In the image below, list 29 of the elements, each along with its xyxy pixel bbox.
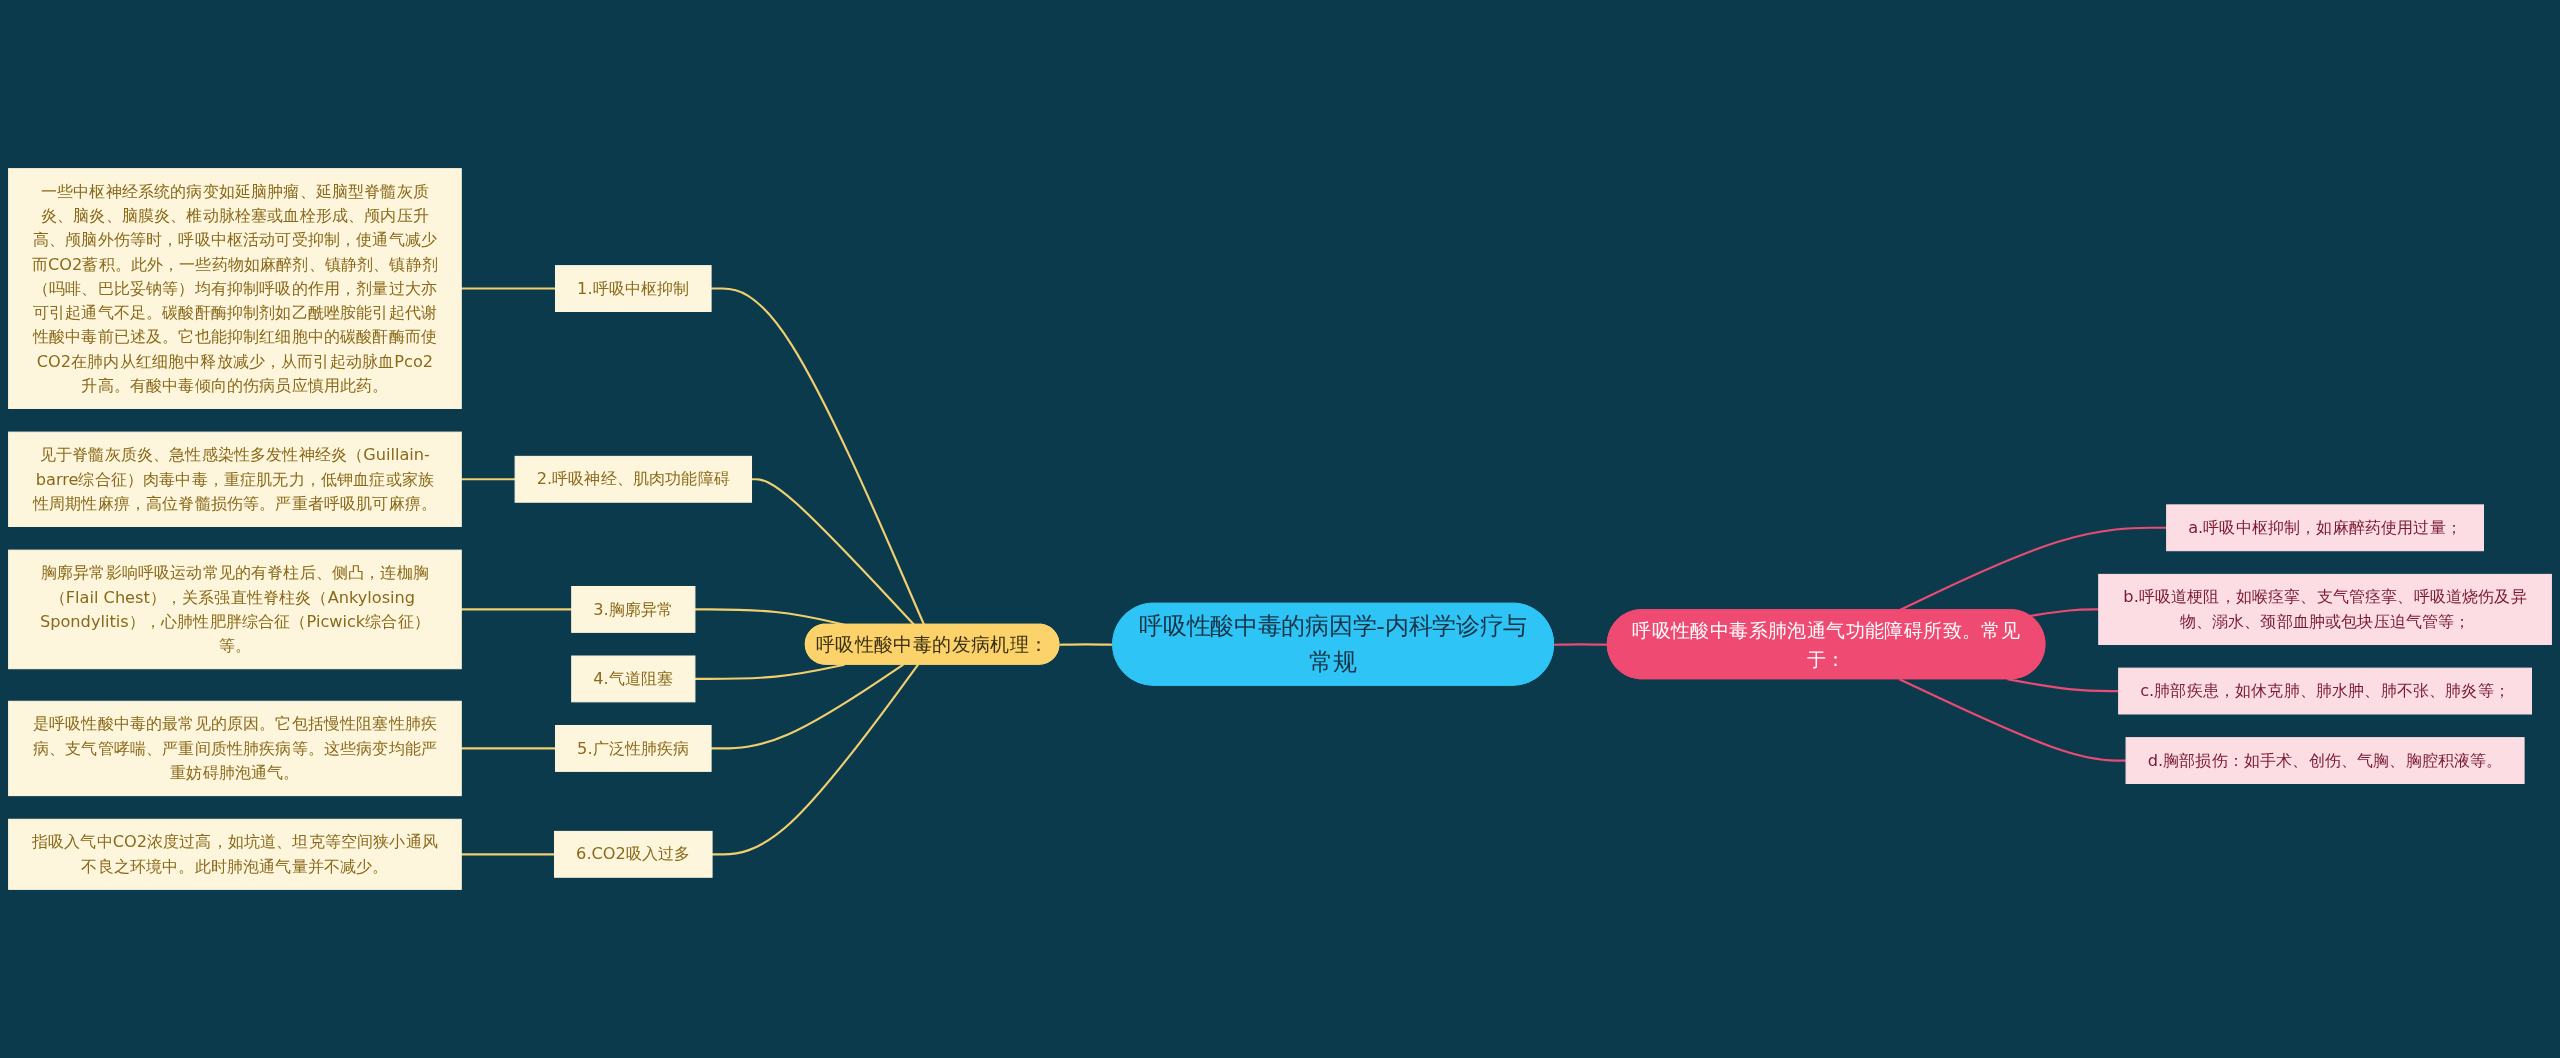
node-box: a.呼吸中枢抑制，如麻醉药使用过量；: [2166, 504, 2484, 552]
connector: [461, 608, 572, 611]
connector: [1554, 643, 1608, 646]
node-box: b.呼吸道梗阻，如喉痉挛、支气管痉挛、呼吸道烧伤及异物、溺水、颈部血肿或包块压迫气管等；: [2098, 573, 2552, 645]
connector: [461, 853, 555, 856]
node-box: 胸廓异常影响呼吸运动常见的有脊柱后、侧凸，连枷胸（Flail Chest），关系强直性脊柱炎（Ankylosing Spondylitis），心肺性肥胖综合征（Picwick综合征）等。: [8, 549, 462, 670]
node-box: 一些中枢神经系统的病变如延脑肿瘤、延脑型脊髓灰质炎、脑炎、脑膜炎、椎动脉栓塞或血栓形成、颅内压升高、颅脑外伤等时，呼吸中枢活动可受抑制，使通气减少而CO2蓄积。此外，一些药物如麻醉剂、镇静剂、镇静剂（吗啡、巴比妥钠等）均有抑制呼吸的作用，剂量过大亦可引起通气不足。碳酸酐酶抑制剂如乙酰唑胺能引起代谢性酸中毒前已述及。它也能抑制红细胞中的碳酸酐酶而使CO2在肺内从红细胞中释放减少，从而引起动脉血Pco2升高。有酸中毒倾向的伤病员应慎用此药。: [8, 168, 462, 409]
node-box: 4.气道阻塞: [571, 655, 696, 703]
node-box: 1.呼吸中枢抑制: [555, 265, 712, 312]
connector: [461, 287, 556, 290]
connector: [751, 478, 915, 626]
node-box: 是呼吸性酸中毒的最常见的原因。它包括慢性阻塞性肺疾病、支气管哮喘、严重间质性肺疾病等。这些病变均能严重妨碍肺泡通气。: [8, 700, 462, 797]
connector: [712, 664, 919, 856]
node-box: d.胸部损伤：如手术、创伤、气胸、胸腔积液等。: [2125, 737, 2525, 784]
connector: [711, 663, 904, 750]
node-box: c.肺部疾患，如休克肺、肺水肿、肺不张、肺炎等；: [2118, 667, 2532, 715]
connector: [461, 478, 516, 481]
connector: [2007, 678, 2119, 693]
node-box: 见于脊髓灰质炎、急性感染性多发性神经炎（Guillain-barre综合征）肉毒中毒，重症肌无力，低钾血症或家族性周期性麻痹，高位脊髓损伤等。严重者呼吸肌可麻痹。: [8, 431, 462, 527]
connector: [1899, 678, 2127, 762]
connector: [2029, 608, 2099, 618]
node-box: 2.呼吸神经、肌肉功能障碍: [514, 455, 752, 503]
node-box: 6.CO2吸入过多: [554, 830, 713, 878]
node-box: 指吸入气中CO2浓度过高，如坑道、坦克等空间狭小通风不良之环境中。此时肺泡通气量并不减少。: [8, 818, 462, 890]
node-box: 5.广泛性肺疾病: [555, 725, 712, 772]
connector: [711, 287, 926, 626]
node-box: 3.胸廓异常: [571, 586, 696, 633]
connector: [461, 747, 556, 750]
connector: [694, 663, 845, 680]
